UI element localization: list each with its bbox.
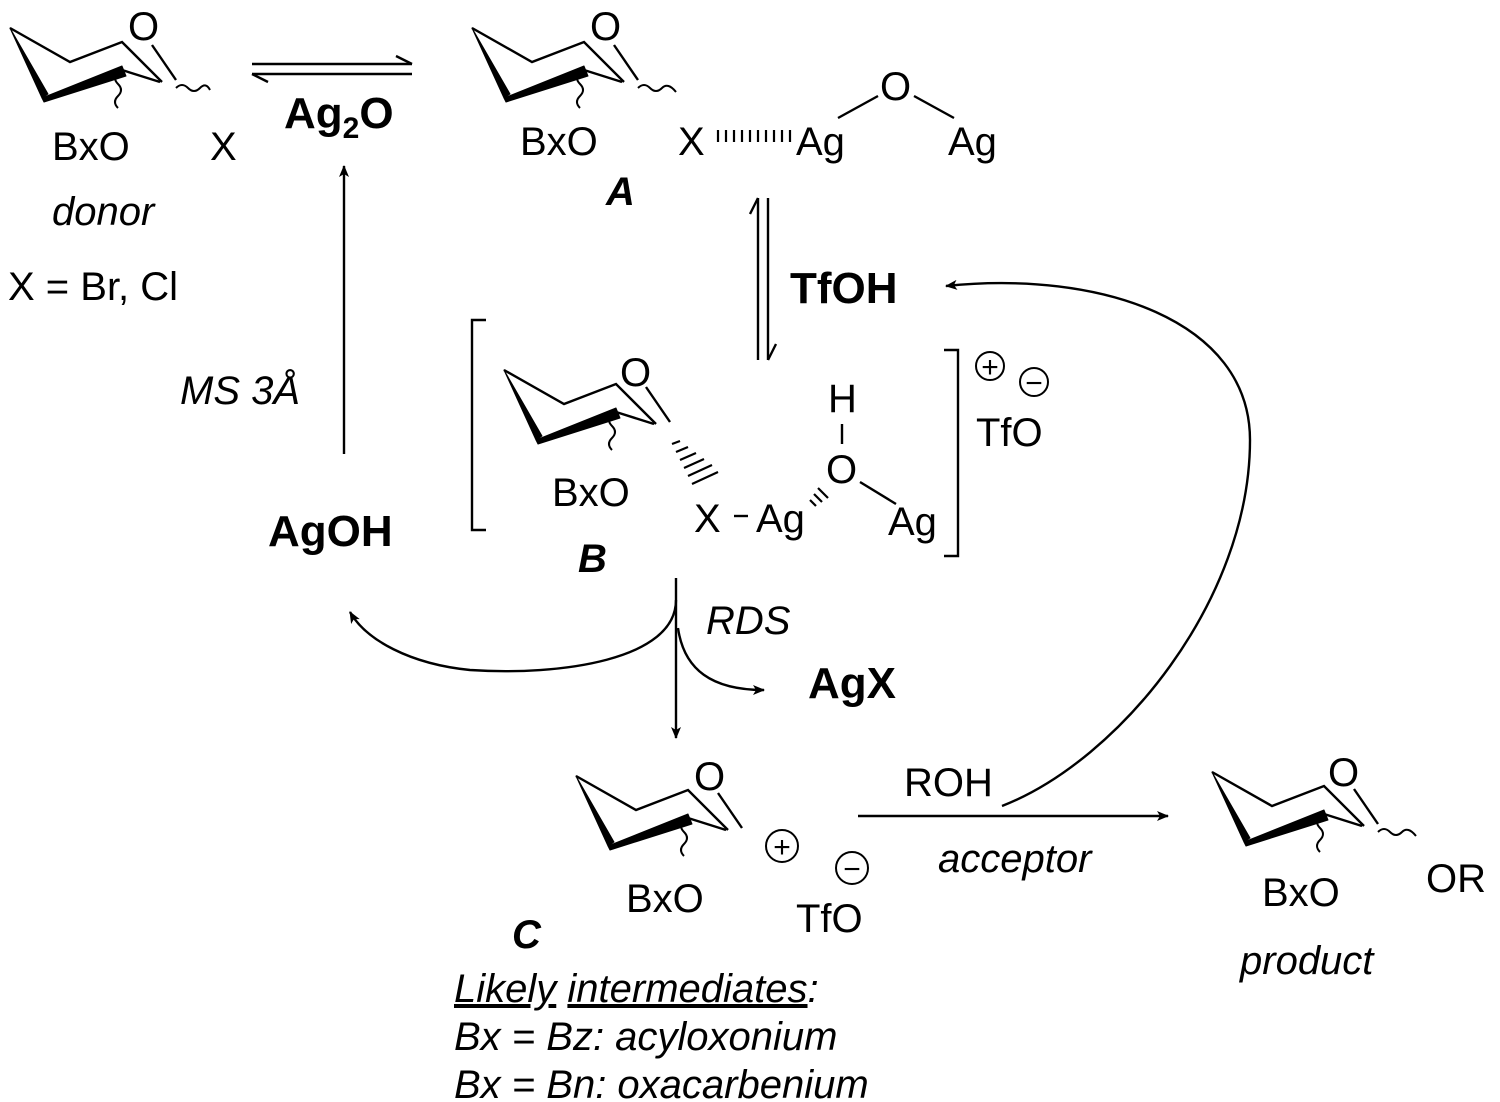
product-caption: product [1239, 939, 1375, 983]
b-minus: − [1025, 367, 1043, 400]
a-x-ag-hashed-bond [716, 130, 792, 142]
intermediate-a: O BxO X Ag O Ag A [471, 5, 997, 214]
tfoh-label: TfOH [790, 264, 898, 313]
a-label: A [605, 170, 635, 214]
c-note-line1: Likely intermediates: [454, 967, 819, 1011]
product-or: OR [1426, 857, 1486, 901]
ms-3a-label: MS 3Å [180, 368, 300, 413]
c-counterion: TfO [796, 897, 863, 941]
a-ag1: Ag [796, 120, 845, 164]
b-hashed-bond [671, 439, 719, 485]
acceptor-label: acceptor [938, 837, 1093, 881]
a-ring-o: O [590, 5, 621, 49]
b-label: B [578, 537, 607, 581]
b-bxo: BxO [552, 471, 630, 515]
a-bridge-o: O [880, 65, 911, 109]
b-ag-o-hashed-bond [809, 487, 829, 507]
product-ring-o: O [1328, 751, 1359, 795]
b-x: X [694, 497, 721, 541]
c-note-line2: Bx = Bz: acyloxonium [454, 1015, 838, 1059]
x-definition: X = Br, Cl [8, 265, 178, 309]
b-counterion: TfO [976, 411, 1043, 455]
donor-x: X [210, 125, 237, 169]
roh-label: ROH [904, 761, 993, 805]
b-ag1: Ag [756, 497, 805, 541]
b-ag2: Ag [888, 500, 937, 544]
donor-caption: donor [52, 190, 156, 234]
b-plus: + [981, 351, 999, 384]
a-x: X [678, 120, 705, 164]
c-plus: + [773, 831, 791, 864]
b-h: H [828, 377, 857, 421]
regeneration-cycle: MS 3Å AgOH RDS AgX [180, 165, 896, 739]
agoh-label: AgOH [268, 507, 393, 556]
equilibrium-donor-a: Ag2O [251, 54, 413, 145]
equilibrium-a-b: TfOH [748, 197, 898, 361]
product-bxo: BxO [1262, 871, 1340, 915]
ag2o-label: Ag2O [284, 89, 394, 145]
glycosylation-step: ROH acceptor [858, 279, 1252, 881]
a-bxo: BxO [520, 120, 598, 164]
agx-label: AgX [808, 659, 896, 708]
c-ring-o: O [694, 755, 725, 799]
intermediate-c: O BxO + − TfO C Likely intermediates: Bx… [454, 755, 869, 1102]
donor-bxo: BxO [52, 125, 130, 169]
c-note-line3: Bx = Bn: oxacarbenium [454, 1063, 869, 1102]
b-bridge-o: O [826, 448, 857, 492]
c-label: C [512, 913, 542, 957]
c-bxo: BxO [626, 877, 704, 921]
donor-ring-o: O [128, 5, 159, 49]
donor-structure: O BxO X donor X = Br, Cl [8, 5, 237, 309]
rds-label: RDS [706, 599, 791, 643]
product-structure: O BxO OR product [1211, 751, 1486, 983]
c-minus: − [843, 853, 861, 886]
a-ag2: Ag [948, 120, 997, 164]
intermediate-b: O BxO X Ag H O Ag B + − TfO [470, 318, 1049, 581]
b-ring-o: O [620, 351, 651, 395]
